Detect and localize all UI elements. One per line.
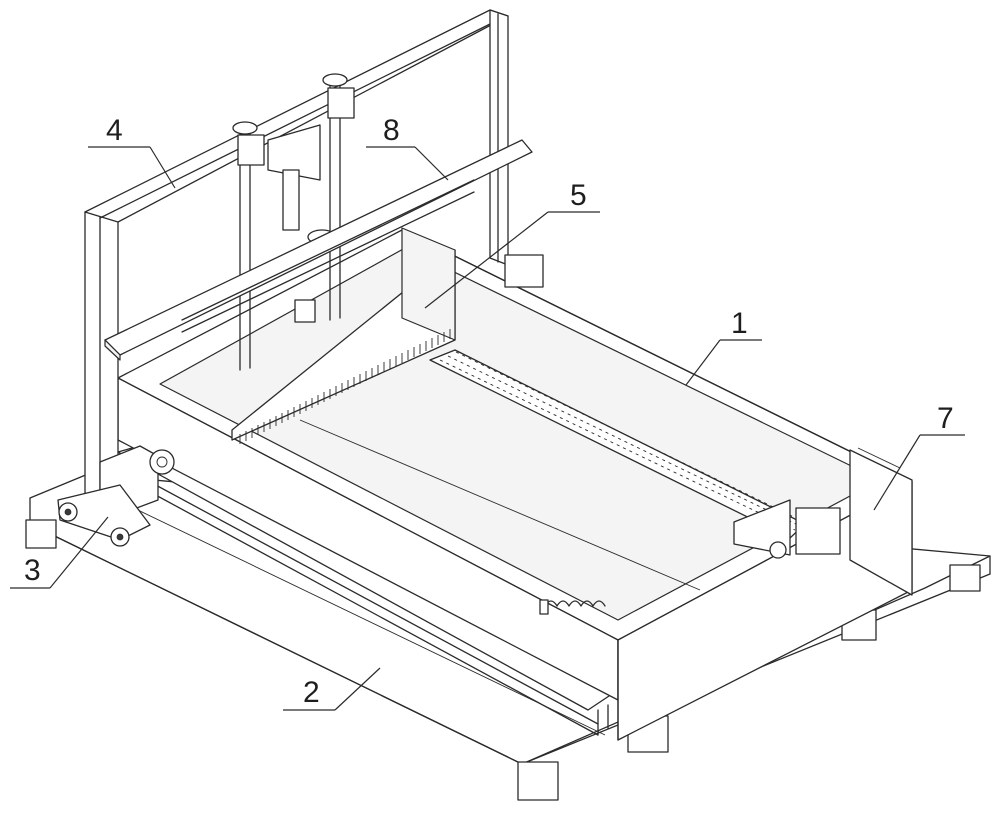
brush-head <box>231 227 456 444</box>
callout-3: 3 <box>24 554 41 587</box>
end-plate <box>733 447 913 596</box>
callout-5: 5 <box>570 179 587 212</box>
spring <box>539 599 606 615</box>
callout-2: 2 <box>303 676 320 709</box>
callout-1: 1 <box>731 307 748 340</box>
callout-4: 4 <box>106 114 123 147</box>
perforations <box>439 351 805 531</box>
gantry <box>84 9 544 501</box>
brush-bristles <box>239 329 451 444</box>
main-tank <box>117 229 913 741</box>
drive-unit <box>57 445 175 547</box>
callout-8: 8 <box>383 114 400 147</box>
callout-7: 7 <box>937 402 954 435</box>
crossbeam <box>104 139 533 361</box>
leader-lines <box>10 146 965 711</box>
